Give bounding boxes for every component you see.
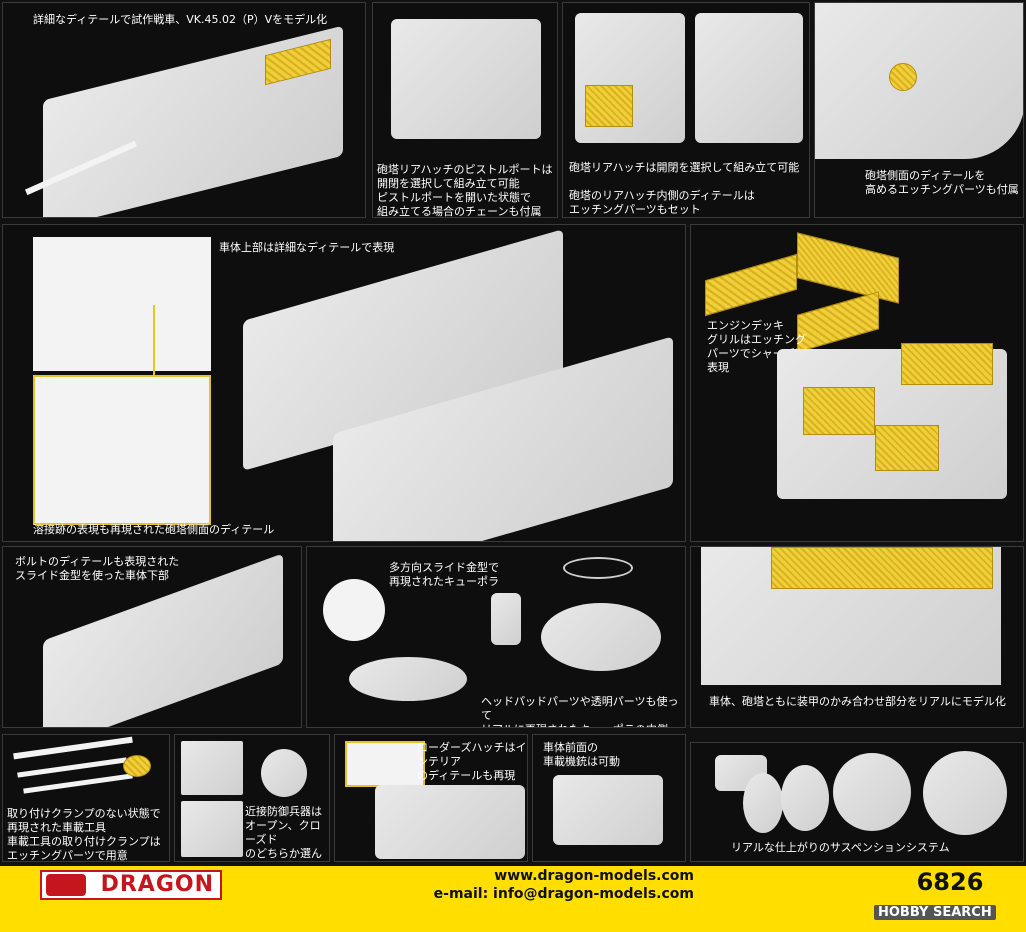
panel-tools: 取り付けクランプのない状態で 再現された車載工具 車載工具の取り付けクランプは … (2, 734, 170, 862)
etch-round-plate (889, 63, 917, 91)
brand-name: DRAGON (100, 872, 214, 897)
turret-hatch-image-2 (695, 13, 803, 143)
turret-side-closeup (33, 237, 211, 371)
panel-suspension: リアルな仕上がりのサスペンションシステム (690, 742, 1024, 862)
website-link[interactable]: www.dragon-models.com (494, 868, 694, 884)
caption-turret-side: 砲塔側面のディテールを 高めるエッチングパーツも付属 (865, 169, 1019, 196)
panel-bow-mg: 車体前面の 車載機銃は可動 (532, 734, 686, 862)
panel-turret-rear-port: 砲塔リアハッチのピストルポートは 開閉を選択して組み立て可能 ピストルポートを開… (372, 2, 558, 218)
panel-rear-hatch: 砲塔リアハッチは開閉を選択して組み立て可能 砲塔のリアハッチ内側のディテールは … (562, 2, 810, 218)
weld-closeup (33, 375, 211, 525)
caption-bow-mg: 車体前面の 車載機銃は可動 (543, 741, 620, 768)
road-wheel-2 (781, 765, 829, 831)
caption-engine-deck: エンジンデッキ グリルはエッチング パーツでシャープに 表現 (707, 319, 806, 374)
bow-mg-image (553, 775, 663, 845)
tool-bar-2 (23, 773, 133, 794)
turret-side-image (815, 3, 1023, 159)
caption-cupola: 多方向スライド金型で 再現されたキューポラ (389, 561, 499, 588)
turret-rear-image (391, 19, 541, 139)
loader-hatch-interior (375, 785, 525, 859)
etch-grille-c (797, 291, 879, 353)
sprocket-1 (833, 753, 911, 831)
cupola-inner-image (541, 603, 661, 671)
close-defense-open (181, 741, 243, 795)
caption-weld-seam: 溶接跡の表現も再現された砲塔側面のディテール (33, 523, 275, 536)
panel-turret-side: 砲塔側面のディテールを 高めるエッチングパーツも付属 (814, 2, 1024, 218)
caption-lower-hull: ボルトのディテールも表現された スライド金型を使った車体下部 (15, 555, 180, 582)
cupola-detail-circle (323, 579, 385, 641)
panel-hull-overview: 詳細なディテールで試作戦車、VK.45.02（P）Vをモデル化 (2, 2, 366, 218)
etch-deck-grille-2 (803, 387, 875, 435)
etch-grille-b (797, 232, 899, 304)
contact-block: www.dragon-models.com e-mail: info@drago… (430, 867, 694, 903)
product-number: 6826 (916, 868, 984, 896)
tool-bar-1 (17, 757, 127, 778)
cupola-ring (563, 557, 633, 579)
panel-lower-hull: ボルトのディテールも表現された スライド金型を使った車体下部 (2, 546, 302, 728)
panel-upper-hull: 車体上部は詳細なディテールで表現 溶接跡の表現も再現された砲塔側面のディテール (2, 224, 686, 542)
dragon-logo: DRAGON (40, 870, 222, 900)
loader-hatch-closeup (345, 741, 425, 787)
panel-loaders-hatch: ローダーズハッチはインテリア のディテールも再現 (334, 734, 528, 862)
caption-suspension: リアルな仕上がりのサスペンションシステム (731, 841, 950, 854)
close-defense-closed (181, 801, 243, 857)
sprocket-2 (923, 751, 1007, 835)
leader-line (153, 305, 155, 375)
caption-loaders-hatch: ローダーズハッチはインテリア のディテールも再現 (417, 741, 527, 782)
caption-rear-hatch-open: 砲塔リアハッチは開閉を選択して組み立て可能 (569, 161, 800, 174)
panel-engine-deck: エンジンデッキ グリルはエッチング パーツでシャープに 表現 (690, 224, 1024, 542)
panel-cupola: 多方向スライド金型で 再現されたキューポラ ヘッドパッドパーツや透明パーツも使っ… (306, 546, 686, 728)
caption-cupola-inner: ヘッドパッドパーツや透明パーツも使って リアルに再現されたキューポラの内側 (481, 695, 679, 727)
caption-armor-interlock: 車体、砲塔ともに装甲のかみ合わせ部分をリアルにモデル化 (709, 695, 1006, 708)
watermark: HOBBY SEARCH (874, 905, 996, 920)
close-defense-part (261, 749, 307, 797)
etch-deck-grille-3 (875, 425, 939, 471)
caption-overview: 詳細なディテールで試作戦車、VK.45.02（P）Vをモデル化 (33, 13, 328, 26)
etch-clamps (123, 755, 151, 777)
caption-pistol-port: 砲塔リアハッチのピストルポートは 開閉を選択して組み立て可能 ピストルポートを開… (377, 163, 553, 218)
panel-close-defense: 近接防御兵器は オープン、クローズド のどちらか選んで 組み立て可能 (174, 734, 330, 862)
road-wheel-1 (743, 773, 783, 833)
email-link[interactable]: e-mail: info@dragon-models.com (433, 886, 694, 902)
caption-tools: 取り付けクランプのない状態で 再現された車載工具 車載工具の取り付けクランプは … (7, 807, 161, 862)
cupola-image (349, 657, 467, 701)
tool-shovel (13, 736, 133, 760)
panel-armor-interlock: 車体、砲塔ともに装甲のかみ合わせ部分をリアルにモデル化 (690, 546, 1024, 728)
etch-hatch-inner (585, 85, 633, 127)
head-pad-part (491, 593, 521, 645)
dragon-emblem-icon (46, 874, 86, 896)
caption-close-defense: 近接防御兵器は オープン、クローズド のどちらか選んで 組み立て可能 (245, 805, 322, 860)
caption-rear-hatch-etch: 砲塔のリアハッチ内側のディテールは エッチングパーツもセット (569, 189, 755, 216)
etch-deck-grille-1 (901, 343, 993, 385)
caption-upper-hull: 車体上部は詳細なディテールで表現 (219, 241, 395, 254)
etch-interlock-grille (771, 547, 993, 589)
etch-grille-a (705, 253, 797, 317)
